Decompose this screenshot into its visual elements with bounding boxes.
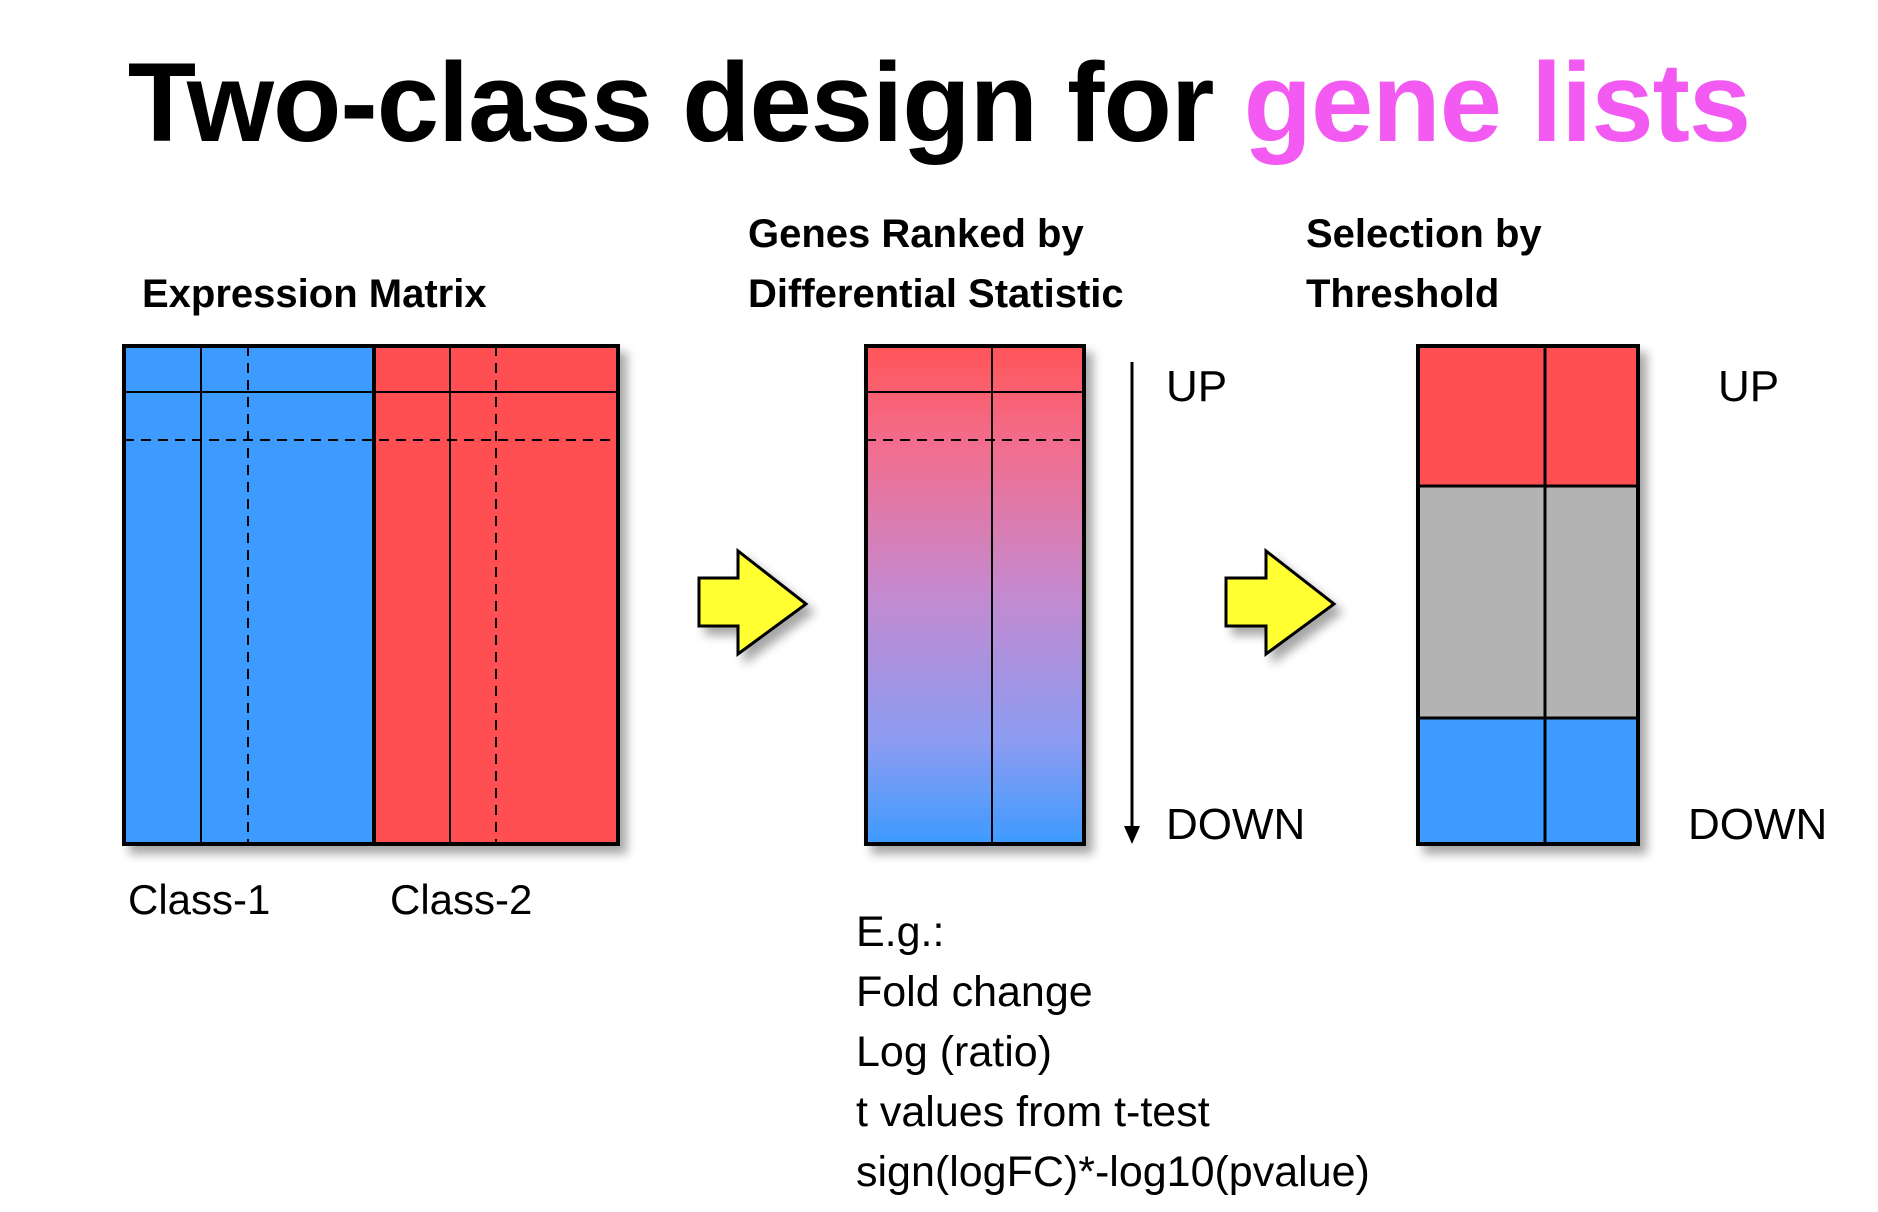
- ranked-gridlines: [866, 346, 1084, 844]
- selection-matrix: [1416, 344, 1640, 846]
- selected-down-block: [1418, 718, 1638, 844]
- examples-item: sign(logFC)*-log10(pvalue): [856, 1148, 1370, 1196]
- selection-heading-line2: Threshold: [1306, 272, 1500, 316]
- ranked-genes-matrix: [864, 344, 1086, 846]
- ranked-heading-line2: Differential Statistic: [748, 272, 1124, 316]
- examples-item: t values from t-test: [856, 1088, 1210, 1136]
- ranked-gradient: [866, 346, 1084, 844]
- ranked-up-label: UP: [1166, 362, 1228, 411]
- selection-up-label: UP: [1718, 362, 1780, 411]
- matrix-border: [122, 344, 620, 846]
- ranked-border: [864, 344, 1086, 846]
- selection-heading-line1: Selection by: [1306, 212, 1542, 256]
- selection-border: [1416, 344, 1640, 846]
- class2-label: Class-2: [390, 876, 533, 923]
- examples-list: E.g.: Fold change Log (ratio) t values f…: [856, 902, 1370, 1202]
- selected-up-block: [1418, 346, 1638, 486]
- unselected-block: [1418, 486, 1638, 718]
- selection-gridlines: [1418, 346, 1638, 844]
- examples-item: E.g.:: [856, 908, 945, 956]
- ranked-heading-line1: Genes Ranked by: [748, 212, 1084, 256]
- matrix-gridlines: [124, 346, 618, 844]
- selection-down-label: DOWN: [1688, 800, 1828, 849]
- examples-item: Log (ratio): [856, 1028, 1052, 1076]
- ranked-down-label: DOWN: [1166, 800, 1306, 849]
- title-main: Two-class design for: [127, 40, 1244, 165]
- page-title: Two-class design for gene lists: [0, 38, 1878, 167]
- down-arrow-icon: [1124, 362, 1140, 844]
- examples-item: Fold change: [856, 968, 1093, 1016]
- expression-matrix-heading: Expression Matrix: [142, 272, 487, 316]
- expression-matrix: [122, 344, 620, 846]
- arrow-right-icon: [1224, 547, 1337, 657]
- arrow-right-icon: [697, 547, 809, 657]
- class1-label: Class-1: [128, 876, 271, 923]
- title-accent: gene lists: [1243, 40, 1752, 165]
